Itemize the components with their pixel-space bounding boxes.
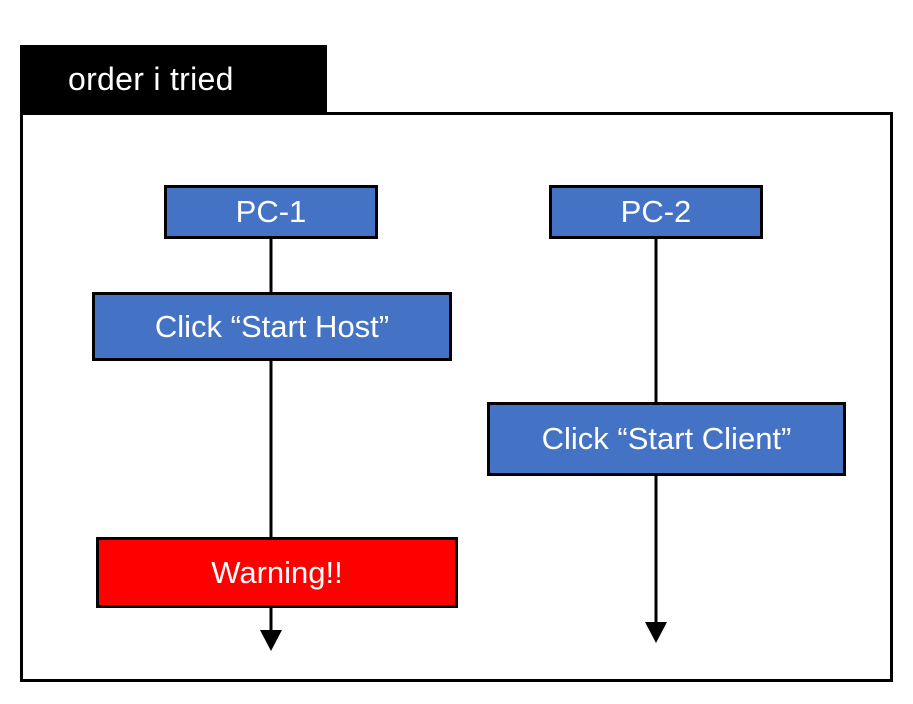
title-bar: order i tried xyxy=(20,45,327,113)
node-start-client-label: Click “Start Client” xyxy=(541,421,792,456)
node-pc-2[interactable]: PC-2 xyxy=(549,185,763,239)
connector-pc2-arrowhead xyxy=(645,622,667,643)
node-pc-2-label: PC-2 xyxy=(620,194,692,229)
node-pc-1[interactable]: PC-1 xyxy=(164,185,378,239)
node-start-host[interactable]: Click “Start Host” xyxy=(92,292,452,361)
node-start-host-label: Click “Start Host” xyxy=(154,308,390,344)
diagram-frame xyxy=(20,112,893,682)
node-warning-label: Warning!! xyxy=(211,554,343,590)
node-warning[interactable]: Warning!! xyxy=(96,537,458,608)
node-pc-1-label: PC-1 xyxy=(235,194,307,229)
node-start-client[interactable]: Click “Start Client” xyxy=(487,402,846,476)
title-bar-label: order i tried xyxy=(68,60,234,97)
connector-pc1-arrowhead xyxy=(260,630,282,651)
